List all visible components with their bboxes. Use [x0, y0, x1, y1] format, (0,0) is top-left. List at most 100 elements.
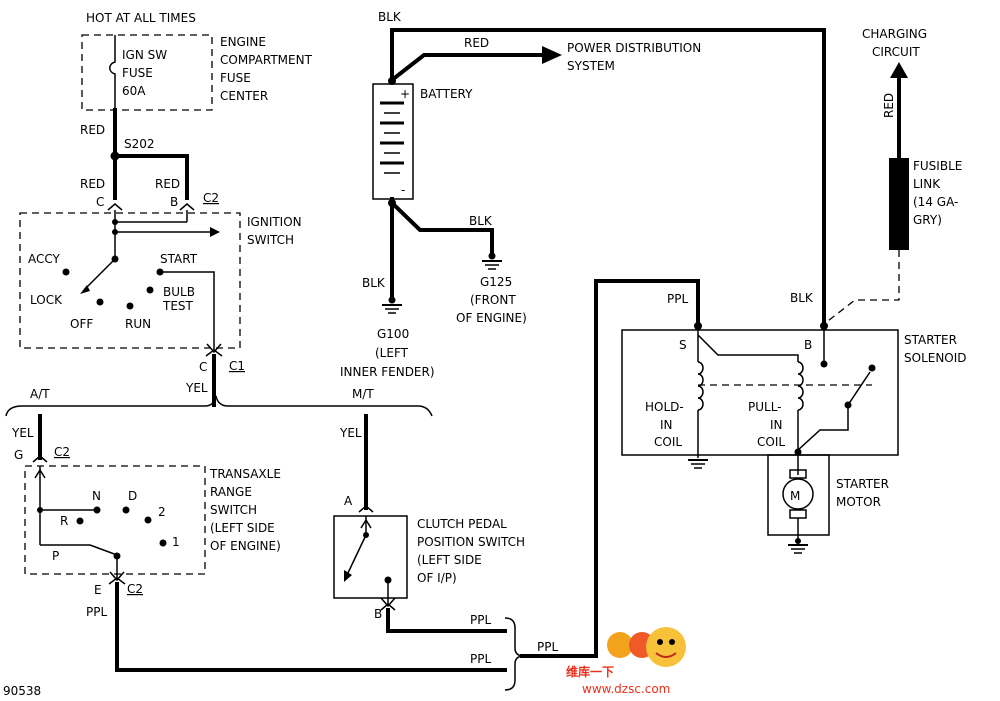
red-wire-to-pin-b [113, 154, 189, 200]
transaxle-connector-c2-label: C2 [54, 445, 70, 459]
transaxle-n-contact [93, 506, 101, 514]
transaxle-p-label: P [52, 549, 59, 563]
svg-text:(FRONT: (FRONT [470, 293, 516, 307]
svg-text:SYSTEM: SYSTEM [567, 59, 615, 73]
svg-text:CLUTCH PEDAL: CLUTCH PEDAL [417, 517, 507, 531]
svg-text:RANGE: RANGE [210, 485, 252, 499]
fusible-link-lead [823, 250, 900, 325]
svg-text:POSITION SWITCH: POSITION SWITCH [417, 535, 525, 549]
svg-text:FUSE: FUSE [220, 71, 251, 85]
splice-s202-label: S202 [124, 137, 155, 151]
svg-text:STARTER: STARTER [836, 477, 889, 491]
ignition-switch-blade [83, 258, 116, 291]
ignition-connector-c2-label: C2 [203, 191, 219, 205]
ground-g100-symbol [382, 296, 402, 314]
blk-wire-label-top: BLK [378, 10, 402, 24]
svg-text:OF ENGINE): OF ENGINE) [210, 539, 281, 553]
pull-in-coil-lead [697, 334, 799, 362]
fuse-center-outline [81, 34, 213, 111]
yel-wire-label-at: YEL [11, 426, 34, 440]
pull-in-coil [797, 361, 804, 411]
clutch-connector-b [380, 603, 396, 611]
ppl-wire-label-at: PPL [86, 605, 107, 619]
transaxle-connector-e-arrow [109, 571, 125, 582]
svg-text:INNER FENDER): INNER FENDER) [340, 365, 435, 379]
svg-text:FUSIBLE: FUSIBLE [913, 159, 962, 173]
svg-text:(LEFT SIDE: (LEFT SIDE [417, 553, 482, 567]
ground-g125-symbol [482, 252, 502, 270]
solenoid-b-contact [820, 360, 828, 368]
blk-ground-cable-g125 [389, 200, 494, 255]
charging-circuit-arrow [890, 62, 908, 78]
svg-text:CENTER: CENTER [220, 89, 268, 103]
ppl-merge-brace [504, 617, 523, 691]
ignition-rod-arrow [210, 227, 220, 237]
battery-label: BATTERY [420, 87, 473, 101]
svg-text:SOLENOID: SOLENOID [904, 351, 967, 365]
ignition-node [112, 229, 118, 235]
pull-in-coil-label: PULL- IN COIL [748, 400, 785, 449]
svg-text:FUSE: FUSE [122, 66, 153, 80]
engine-compartment-fuse-center-label: ENGINE COMPARTMENT FUSE CENTER [220, 35, 313, 103]
clutch-connector-b-arrow [380, 597, 396, 608]
ignition-pin-b-label: B [170, 195, 178, 209]
position-run-contact [126, 302, 134, 310]
transaxle-1-label: 1 [172, 535, 180, 549]
watermark-text: 维库一下 [566, 664, 614, 679]
solenoid-motor-feed [797, 405, 849, 452]
yel-wire-label-mt: YEL [339, 426, 362, 440]
transaxle-n-label: N [92, 489, 101, 503]
transaxle-switch-outline [24, 465, 206, 575]
start-contact-lead [160, 271, 215, 350]
ignition-switch-outline [19, 212, 241, 349]
connector-c1-top [205, 349, 223, 357]
transaxle-2-label: 2 [158, 505, 166, 519]
fuse-symbol [109, 35, 116, 110]
ignition-pin-c1-label: C [199, 360, 207, 374]
hot-at-all-times-label: HOT AT ALL TIMES [86, 11, 196, 25]
power-distribution-label: POWER DISTRIBUTION SYSTEM [567, 41, 701, 73]
svg-text:STARTER: STARTER [904, 333, 957, 347]
transaxle-node [37, 507, 43, 513]
svg-text:HOLD-: HOLD- [645, 400, 684, 414]
connector-c1-arrow [206, 343, 222, 354]
blk-wire-label-solenoid: BLK [790, 291, 814, 305]
at-mt-option-brace [5, 395, 433, 417]
svg-text:OF I/P): OF I/P) [417, 571, 457, 585]
ignition-connector-c1-label: C1 [229, 359, 245, 373]
starter-motor-ground [788, 538, 808, 554]
svg-text:POWER DISTRIBUTION: POWER DISTRIBUTION [567, 41, 701, 55]
svg-text:PULL-: PULL- [748, 400, 782, 414]
red-wire-label-power: RED [464, 36, 489, 50]
svg-text:TRANSAXLE: TRANSAXLE [209, 467, 281, 481]
battery-minus-label: - [401, 183, 405, 197]
red-wire-label-b: RED [155, 177, 180, 191]
svg-text:G100: G100 [377, 327, 409, 341]
blk-wire-label-g125: BLK [469, 214, 493, 228]
connector-b-top [179, 203, 195, 211]
red-wire-label: RED [80, 123, 105, 137]
svg-text:IGNITION: IGNITION [247, 215, 302, 229]
position-off-contact [96, 298, 104, 306]
clutch-connector-a [358, 505, 374, 513]
yel-wire-label: YEL [185, 381, 208, 395]
position-bulb-test-label: BULB TEST [162, 285, 195, 313]
starter-motor-title: STARTER MOTOR [836, 477, 889, 509]
svg-text:COMPARTMENT: COMPARTMENT [220, 53, 313, 67]
transaxle-d-contact [122, 506, 130, 514]
ignition-node [112, 219, 118, 225]
motor-brush-bottom [789, 509, 807, 519]
ignition-switch-title: IGNITION SWITCH [247, 215, 302, 247]
transaxle-r-contact [76, 517, 84, 525]
transaxle-up-arrow [34, 468, 46, 479]
clutch-up-arrow [360, 518, 372, 529]
svg-text:SWITCH: SWITCH [210, 503, 257, 517]
transaxle-2-contact [144, 516, 152, 524]
transaxle-pin-g-label: G [14, 448, 23, 462]
solenoid-b-terminal [820, 322, 828, 330]
red-charging-wire-label: RED [882, 93, 896, 118]
ppl-wire-label-merged: PPL [537, 640, 558, 654]
ppl-wire-label-lower: PPL [470, 652, 491, 666]
position-start-label: START [160, 252, 198, 266]
motor-brush-top [789, 469, 807, 479]
